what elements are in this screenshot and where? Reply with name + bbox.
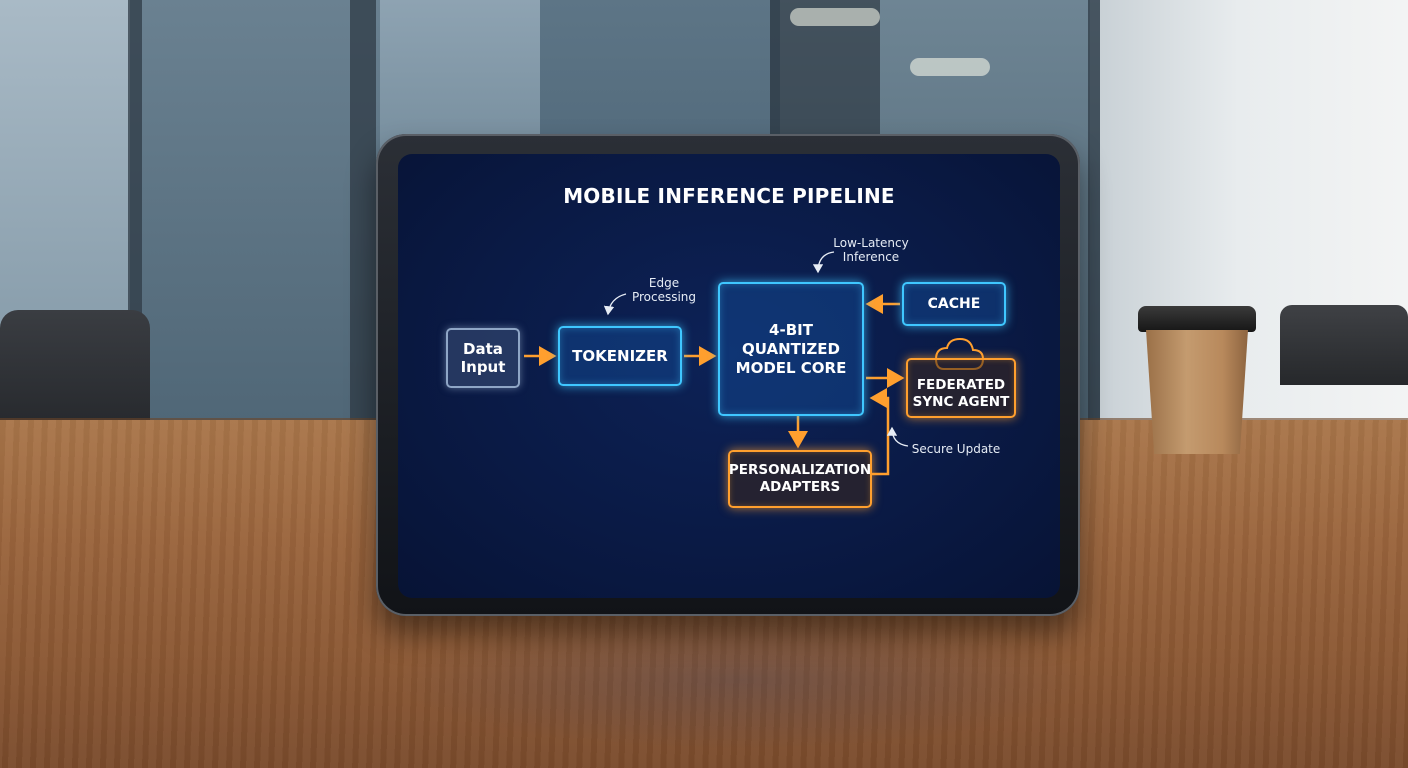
cup-lid (1138, 306, 1256, 332)
ceiling-light (910, 58, 990, 76)
ceiling-light (790, 8, 880, 26)
tablet-device: MOBILE INFERENCE PIPELINE Data Input TOK… (376, 134, 1080, 616)
window-frame (350, 0, 376, 470)
node-model-core: 4-BIT QUANTIZED MODEL CORE (718, 282, 864, 416)
annotation-secure-update: Secure Update (911, 442, 1001, 456)
node-data-input: Data Input (446, 328, 520, 388)
office-chair (1280, 305, 1408, 385)
window-pane (130, 0, 380, 470)
annotation-edge-processing: Edge Processing (631, 276, 697, 304)
arrow-adapters-to-core (869, 388, 890, 476)
tablet-screen: MOBILE INFERENCE PIPELINE Data Input TOK… (398, 154, 1060, 598)
annotation-low-latency-inference: Low-Latency Inference (833, 236, 909, 264)
pointer-edge-processing (603, 293, 627, 316)
node-federated-sync-agent: FEDERATED SYNC AGENT (906, 358, 1016, 418)
coffee-cup (1138, 306, 1256, 456)
node-tokenizer: TOKENIZER (558, 326, 682, 386)
cup-sleeve (1146, 330, 1248, 454)
pointer-secure-update (886, 426, 909, 447)
diagram-title: MOBILE INFERENCE PIPELINE (563, 184, 895, 208)
pointer-low-latency (812, 251, 835, 274)
tablet-reflection (390, 610, 1090, 750)
node-personalization-adapters: PERSONALIZATION ADAPTERS (728, 450, 872, 508)
node-cache: CACHE (902, 282, 1006, 326)
